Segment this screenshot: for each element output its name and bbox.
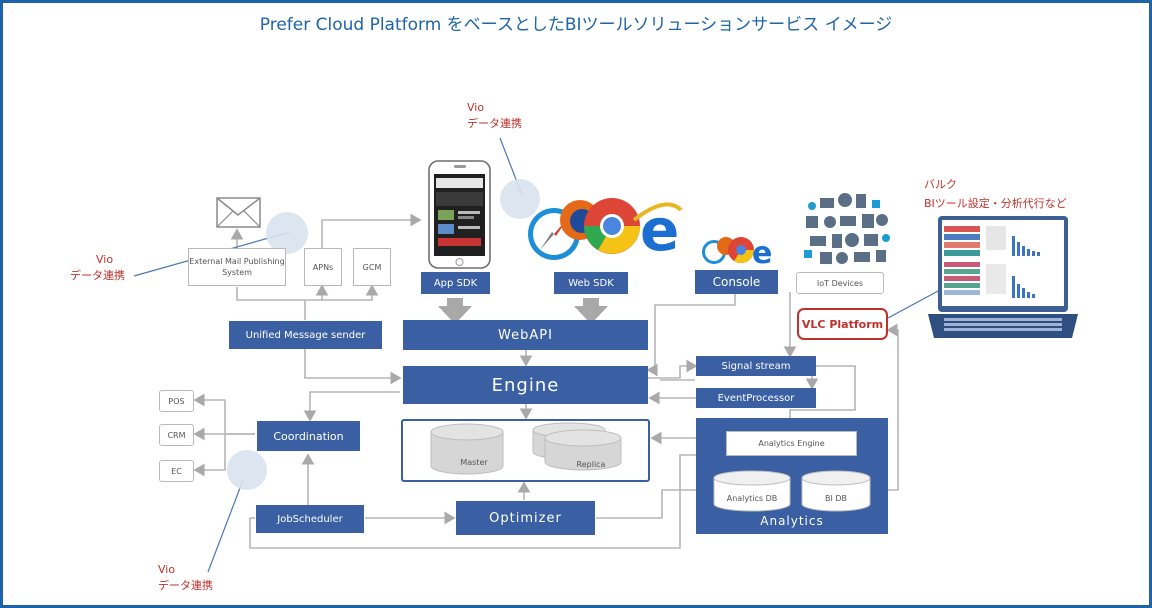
signal-stream-box: Signal stream [696, 356, 816, 376]
app-sdk-box: App SDK [421, 272, 490, 294]
gcm-box: GCM [353, 248, 391, 286]
vio-label-bottom: Vio データ連携 [158, 562, 213, 594]
barque-label-service: BIツール設定・分析代行など [924, 197, 1067, 210]
analytics-label: Analytics [760, 514, 824, 528]
laptop-dashboard-icon [928, 216, 1078, 338]
event-processor-box: EventProcessor [696, 388, 816, 408]
vio-label-left-name: Vio [96, 253, 114, 266]
web-browsers-icon: e [528, 196, 683, 264]
vio-label-bottom-name: Vio [158, 563, 176, 576]
ec-box: EC [159, 460, 194, 482]
crm-box: CRM [159, 424, 194, 446]
replica-db-label: Replica [576, 460, 606, 469]
iot-devices-box: IoT Devices [796, 272, 884, 294]
bi-db-label: BI DB [824, 494, 848, 503]
vio-connection-marker-1 [266, 212, 308, 254]
diagram-title: Prefer Cloud Platform をベースとしたBIツールソリューショ… [259, 15, 893, 35]
unified-message-sender-box: Unified Message sender [229, 321, 382, 349]
vio-label-top: Vio データ連携 [467, 100, 522, 132]
console-box: Console [695, 270, 778, 294]
apns-box: APNs [304, 248, 342, 286]
vlc-platform-box: VLC Platform [797, 308, 888, 340]
webapi-box: WebAPI [403, 320, 648, 350]
envelope-icon [216, 197, 261, 228]
external-mail-system-box: External Mail Publishing System [188, 248, 286, 286]
vio-connection-marker-3 [227, 450, 267, 490]
console-browsers-icon: e [702, 236, 772, 268]
barque-label-company: バルク [924, 178, 957, 191]
vio-label-bottom-sub: データ連携 [158, 579, 213, 592]
svg-text:e: e [752, 236, 772, 268]
barque-label: バルク BIツール設定・分析代行など [924, 175, 1067, 213]
analytics-engine-box: Analytics Engine [726, 431, 857, 456]
optimizer-box: Optimizer [456, 501, 595, 535]
iot-icons-cluster [804, 193, 890, 264]
pos-box: POS [159, 390, 194, 412]
web-sdk-box: Web SDK [554, 272, 628, 294]
vio-label-top-sub: データ連携 [467, 117, 522, 130]
coordination-box: Coordination [257, 421, 360, 451]
analytics-databases [713, 470, 871, 512]
vio-label-left: Vio データ連携 [70, 252, 125, 284]
smartphone-icon [428, 160, 491, 269]
database-cylinders [430, 422, 622, 475]
engine-box: Engine [403, 366, 648, 404]
vio-connection-marker-2 [500, 179, 540, 219]
vio-label-left-sub: データ連携 [70, 269, 125, 282]
analytics-db-label: Analytics DB [726, 494, 778, 503]
job-scheduler-box: JobScheduler [256, 505, 364, 533]
master-db-label: Master [460, 458, 488, 467]
vio-label-top-name: Vio [467, 101, 485, 114]
